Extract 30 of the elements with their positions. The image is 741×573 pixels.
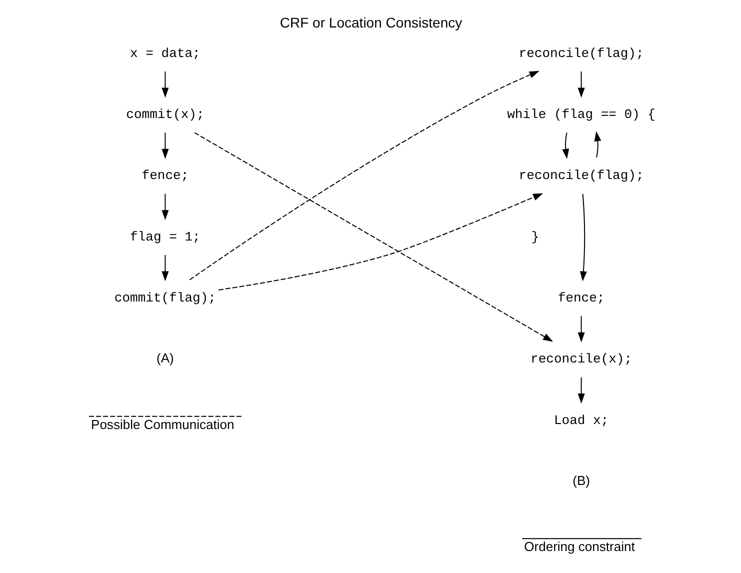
node-text: commit(flag); — [114, 290, 216, 306]
arrow — [161, 194, 168, 220]
arrow — [218, 193, 543, 290]
arrow — [194, 132, 553, 342]
node-text: reconcile(flag); — [518, 168, 644, 184]
diagram-title: CRF or Location Consistency — [279, 14, 462, 31]
node-text: } — [530, 229, 539, 244]
node-text: commit(x); — [126, 106, 204, 122]
arrow — [579, 194, 586, 282]
node-text: while (flag == 0) { — [506, 106, 655, 122]
node-text: reconcile(x); — [530, 352, 632, 367]
arrow — [161, 255, 168, 282]
node-text: reconcile(flag); — [518, 46, 644, 61]
node-text: x = data; — [130, 46, 200, 61]
node-text: fence; — [557, 290, 604, 306]
arrow — [562, 132, 569, 159]
label: (B) — [572, 472, 590, 488]
node-text: fence; — [141, 168, 188, 184]
arrow — [577, 377, 584, 404]
label: (A) — [156, 350, 174, 366]
arrow — [594, 131, 601, 158]
arrow — [577, 316, 584, 342]
arrow — [188, 70, 539, 280]
legend-label: Ordering constraint — [524, 539, 634, 554]
arrow — [161, 132, 168, 159]
arrow — [161, 72, 168, 98]
node-text: flag = 1; — [130, 229, 200, 244]
arrow — [577, 72, 584, 98]
legend-label: Possible Communication — [90, 416, 234, 432]
node-text: Load x; — [553, 412, 608, 428]
